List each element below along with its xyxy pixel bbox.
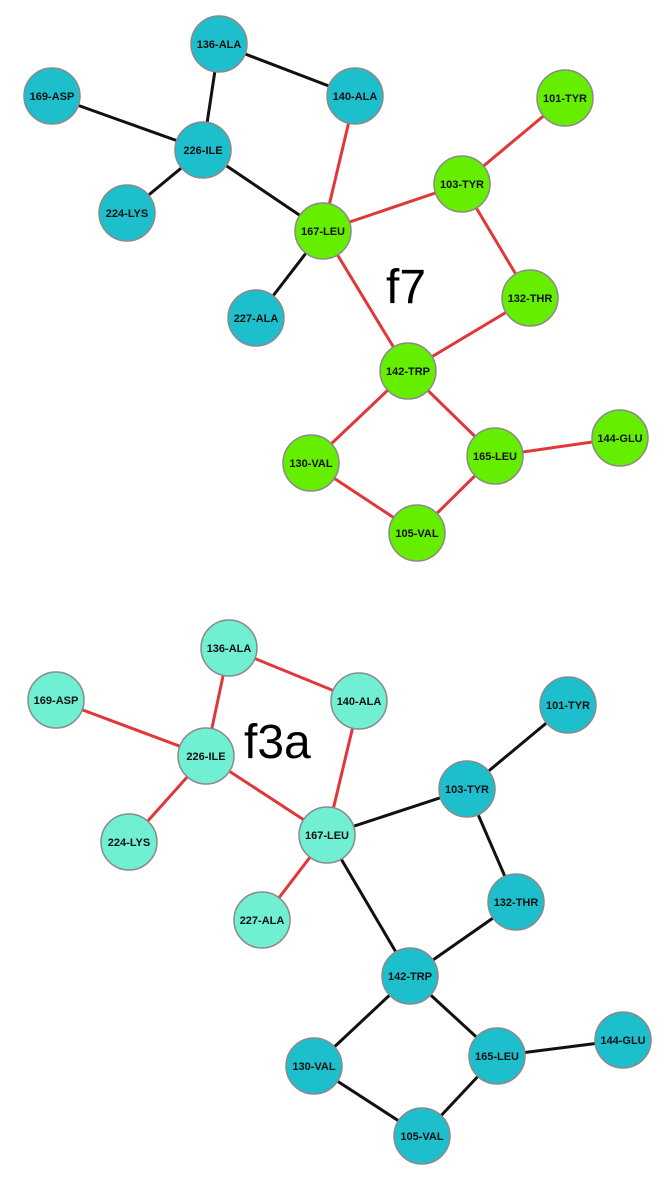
node-101-TYR: 101-TYR	[536, 69, 594, 127]
node-label: 130-VAL	[292, 1061, 335, 1073]
node-circle	[381, 947, 439, 1005]
node-circle	[282, 434, 340, 492]
network-panel-f7: 136-ALA 169-ASP 226-ILE 140-ALA 224-LYS 227-A…	[23, 15, 649, 562]
node-circle	[536, 69, 594, 127]
node-103-TYR: 103-TYR	[433, 155, 491, 213]
node-circle	[591, 409, 649, 467]
node-169-ASP: 169-ASP	[27, 671, 85, 729]
node-label: 136-ALA	[207, 643, 252, 655]
node-label: 130-VAL	[289, 458, 332, 470]
node-label: 226-ILE	[186, 751, 225, 763]
node-132-THR: 132-THR	[487, 873, 545, 931]
node-label: 140-ALA	[333, 91, 378, 103]
node-label: 165-LEU	[475, 1051, 519, 1063]
node-label: 165-LEU	[473, 451, 517, 463]
node-circle	[468, 1027, 526, 1085]
node-circle	[285, 1037, 343, 1095]
node-circle	[200, 619, 258, 677]
node-140-ALA: 140-ALA	[326, 67, 384, 125]
panel-label: f7	[386, 261, 426, 314]
node-169-ASP: 169-ASP	[23, 67, 81, 125]
node-circle	[100, 813, 158, 871]
node-227-ALA: 227-ALA	[233, 891, 291, 949]
node-label: 226-ILE	[183, 145, 222, 157]
node-label: 144-GLU	[597, 433, 642, 445]
node-circle	[379, 342, 437, 400]
node-136-ALA: 136-ALA	[190, 15, 248, 73]
node-label: 224-LYS	[108, 837, 150, 849]
node-circle	[227, 289, 285, 347]
node-label: 132-THR	[508, 293, 553, 305]
node-label: 142-TRP	[386, 366, 430, 378]
node-circle	[594, 1011, 652, 1069]
node-circle	[438, 760, 496, 818]
node-circle	[393, 1107, 451, 1165]
node-circle	[190, 15, 248, 73]
node-165-LEU: 165-LEU	[466, 427, 524, 485]
node-label: 142-TRP	[388, 971, 432, 983]
node-101-TYR: 101-TYR	[539, 676, 597, 734]
node-label: 101-TYR	[543, 93, 587, 105]
node-label: 103-TYR	[445, 784, 489, 796]
node-144-GLU: 144-GLU	[594, 1011, 652, 1069]
node-circle	[233, 891, 291, 949]
node-label: 167-LEU	[305, 830, 349, 842]
node-circle	[330, 672, 388, 730]
network-panel-f3a: 136-ALA 169-ASP 226-ILE 140-ALA 224-LYS 227-A…	[27, 619, 652, 1165]
node-165-LEU: 165-LEU	[468, 1027, 526, 1085]
node-226-ILE: 226-ILE	[177, 727, 235, 785]
node-140-ALA: 140-ALA	[330, 672, 388, 730]
node-group: 136-ALA 169-ASP 226-ILE 140-ALA 224-LYS 227-A…	[23, 15, 649, 562]
node-136-ALA: 136-ALA	[200, 619, 258, 677]
node-circle	[466, 427, 524, 485]
node-167-LEU: 167-LEU	[298, 806, 356, 864]
node-circle	[501, 269, 559, 327]
node-142-TRP: 142-TRP	[379, 342, 437, 400]
node-label: 140-ALA	[337, 696, 382, 708]
node-label: 227-ALA	[240, 915, 285, 927]
node-circle	[294, 202, 352, 260]
node-label: 169-ASP	[30, 91, 75, 103]
node-label: 144-GLU	[600, 1035, 645, 1047]
node-circle	[98, 184, 156, 242]
node-label: 167-LEU	[301, 226, 345, 238]
node-105-VAL: 105-VAL	[388, 504, 446, 562]
node-circle	[177, 727, 235, 785]
node-label: 136-ALA	[197, 39, 242, 51]
node-circle	[298, 806, 356, 864]
node-103-TYR: 103-TYR	[438, 760, 496, 818]
node-label: 169-ASP	[34, 695, 79, 707]
node-circle	[174, 121, 232, 179]
node-144-GLU: 144-GLU	[591, 409, 649, 467]
node-circle	[326, 67, 384, 125]
node-circle	[539, 676, 597, 734]
node-130-VAL: 130-VAL	[282, 434, 340, 492]
node-224-LYS: 224-LYS	[100, 813, 158, 871]
node-group: 136-ALA 169-ASP 226-ILE 140-ALA 224-LYS 227-A…	[27, 619, 652, 1165]
node-label: 132-THR	[494, 897, 539, 909]
panel-label: f3a	[244, 716, 311, 769]
node-226-ILE: 226-ILE	[174, 121, 232, 179]
node-circle	[433, 155, 491, 213]
node-130-VAL: 130-VAL	[285, 1037, 343, 1095]
node-label: 101-TYR	[546, 700, 590, 712]
node-132-THR: 132-THR	[501, 269, 559, 327]
node-label: 105-VAL	[395, 528, 438, 540]
node-circle	[388, 504, 446, 562]
node-label: 105-VAL	[400, 1131, 443, 1143]
node-167-LEU: 167-LEU	[294, 202, 352, 260]
node-circle	[487, 873, 545, 931]
node-142-TRP: 142-TRP	[381, 947, 439, 1005]
node-224-LYS: 224-LYS	[98, 184, 156, 242]
node-circle	[27, 671, 85, 729]
node-circle	[23, 67, 81, 125]
node-227-ALA: 227-ALA	[227, 289, 285, 347]
node-label: 227-ALA	[234, 313, 279, 325]
node-label: 224-LYS	[106, 208, 148, 220]
node-label: 103-TYR	[440, 179, 484, 191]
node-105-VAL: 105-VAL	[393, 1107, 451, 1165]
